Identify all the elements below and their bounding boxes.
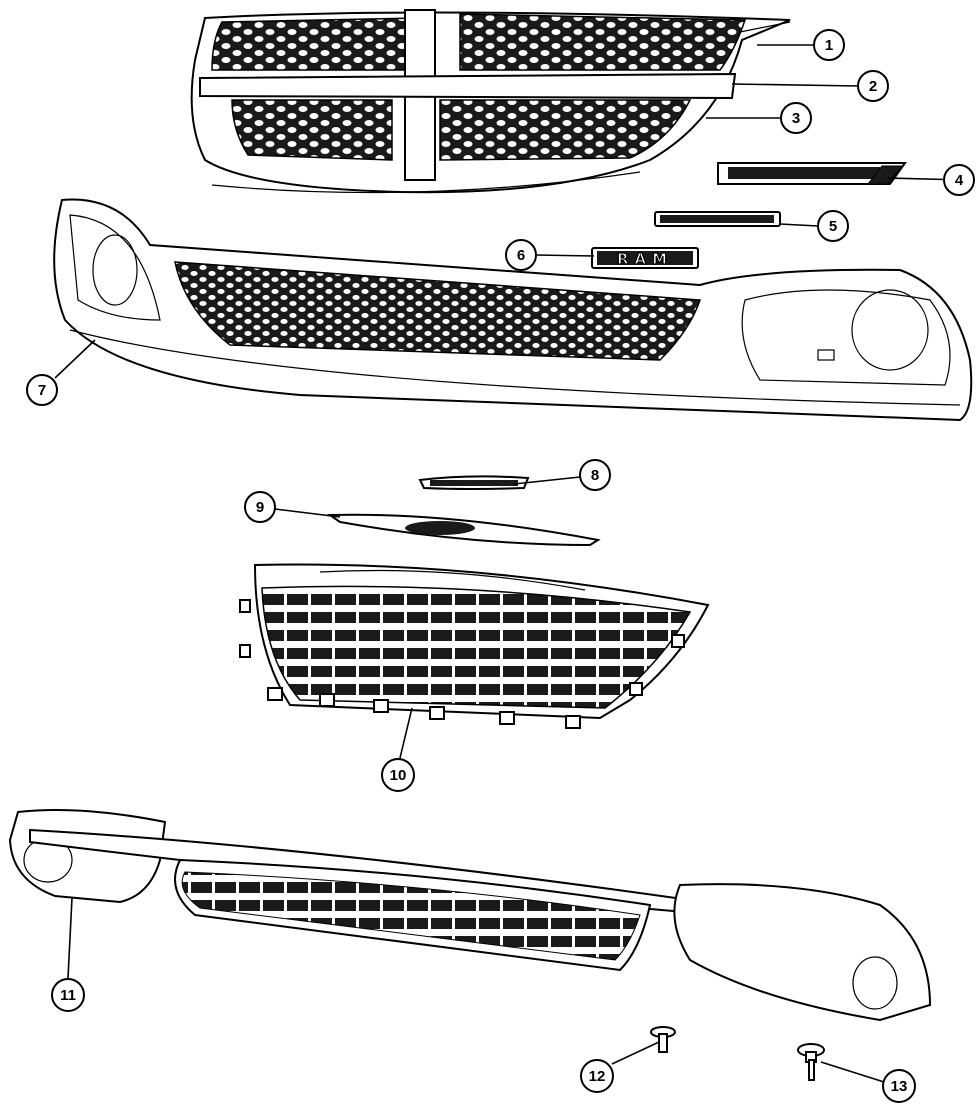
ram-emblem-text: RAM — [617, 250, 673, 268]
leader-13 — [820, 1061, 885, 1083]
callout-3-label: 3 — [792, 110, 800, 127]
chrysler-wing-bar — [326, 513, 601, 547]
callout-12: 12 — [580, 1059, 614, 1093]
leader-5 — [779, 223, 819, 227]
callout-5-label: 5 — [829, 218, 837, 235]
leader-8 — [513, 476, 581, 485]
leader-6 — [535, 254, 595, 257]
callout-11: 11 — [51, 978, 85, 1012]
callout-3: 3 — [780, 102, 812, 134]
chrysler-badge — [418, 475, 530, 490]
leader-9 — [274, 508, 341, 518]
leader-10 — [399, 707, 413, 759]
dodge-emblem-large — [717, 162, 907, 185]
upper-grille-assembly — [190, 9, 791, 194]
front-fascia — [53, 198, 973, 422]
callout-4: 4 — [943, 164, 975, 196]
callout-10: 10 — [381, 758, 415, 792]
callout-7: 7 — [26, 374, 58, 406]
leader-2 — [731, 83, 859, 87]
callout-13: 13 — [882, 1069, 916, 1103]
lower-fascia — [8, 808, 932, 1022]
callout-13-label: 13 — [891, 1078, 908, 1095]
callout-4-label: 4 — [955, 172, 964, 189]
callout-1: 1 — [813, 29, 845, 61]
callout-9: 9 — [244, 491, 276, 523]
callout-2: 2 — [857, 70, 889, 102]
screw-fastener — [797, 1043, 825, 1081]
callout-12-label: 12 — [589, 1068, 606, 1085]
leader-7 — [54, 339, 96, 379]
leader-12 — [611, 1041, 660, 1065]
callout-7-label: 7 — [38, 382, 46, 399]
callout-8: 8 — [579, 459, 611, 491]
callout-8-label: 8 — [591, 467, 599, 484]
ram-emblem: RAM — [591, 247, 699, 269]
callout-2-label: 2 — [869, 78, 877, 95]
leader-11 — [67, 897, 73, 979]
callouts: 1 2 3 4 5 6 7 8 — [26, 29, 975, 1103]
push-pin-fastener — [650, 1026, 676, 1053]
callout-6-label: 6 — [517, 247, 525, 264]
callout-5: 5 — [817, 210, 849, 242]
callout-1-label: 1 — [825, 37, 833, 54]
callout-11-label: 11 — [60, 987, 76, 1004]
callout-10-label: 10 — [390, 767, 407, 784]
slatted-grille — [239, 563, 710, 729]
dodge-emblem-small — [654, 211, 781, 227]
callout-9-label: 9 — [256, 499, 264, 516]
callout-6: 6 — [505, 239, 537, 271]
grille-clips — [239, 599, 685, 729]
